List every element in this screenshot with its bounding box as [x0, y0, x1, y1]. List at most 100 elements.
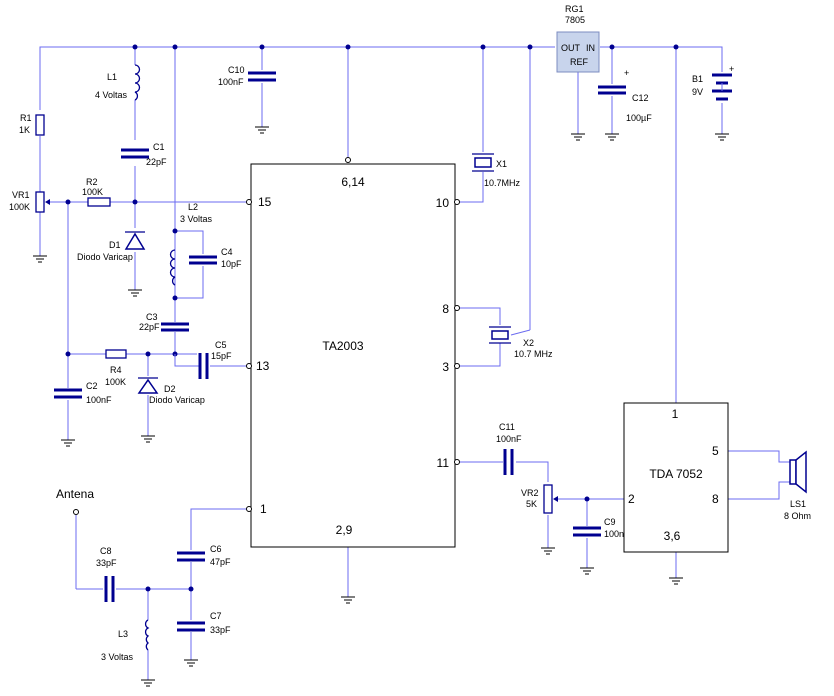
inductor-l3: L3 3 Voltas [101, 619, 150, 662]
r1-ref: R1 [20, 113, 32, 123]
resistor-r2: R2 100K [82, 177, 111, 207]
potentiometer-vr1: VR1 100K [9, 190, 50, 213]
c7-value: 33pF [210, 625, 231, 635]
ground-icon [141, 679, 155, 687]
crystal-x1: X1 10.7MHz [472, 153, 521, 188]
c6-ref: C6 [210, 544, 222, 554]
ground-icon [61, 439, 75, 447]
c12-ref: C12 [632, 93, 649, 103]
l1-ref: L1 [107, 72, 117, 82]
l1-value: 4 Voltas [95, 90, 128, 100]
crystal-x2: X2 10.7 MHz [489, 326, 553, 359]
ground-icon [605, 133, 619, 141]
ground-icon [715, 133, 729, 141]
r4-ref: R4 [110, 365, 122, 375]
resistor-r4: R4 100K [105, 349, 127, 387]
c10-ref: C10 [228, 65, 245, 75]
c4-value: 10pF [221, 259, 242, 269]
x1-value: 10.7MHz [484, 178, 521, 188]
b1-value: 9V [692, 87, 703, 97]
varicap-diode-d1: D1 Diodo Varicap [77, 231, 146, 262]
d1-ref: D1 [109, 240, 121, 250]
capacitor-c1: C1 22pF [121, 142, 167, 167]
tda7052-pin-5: 5 [712, 444, 719, 458]
ta2003-pin-8: 8 [442, 302, 449, 316]
c7-ref: C7 [210, 611, 222, 621]
b1-ref: B1 [692, 74, 703, 84]
c10-value: 100nF [218, 77, 244, 87]
c11-ref: C11 [499, 422, 515, 432]
r1-value: 1K [19, 125, 30, 135]
ta2003-pin-13: 13 [256, 359, 270, 373]
vr2-value: 5K [526, 499, 537, 509]
c11-value: 100nF [496, 434, 522, 444]
d1-value: Diodo Varicap [77, 252, 133, 262]
capacitor-c7: C7 33pF [177, 611, 231, 635]
l2-ref: L2 [188, 202, 198, 212]
capacitor-c4: C4 10pF [189, 247, 242, 269]
c4-ref: C4 [221, 247, 233, 257]
capacitor-c8: C8 33pF [96, 546, 117, 602]
ta2003-pin-10: 10 [436, 196, 450, 210]
antenna-label: Antena [56, 487, 94, 501]
c3-value: 22pF [139, 322, 160, 332]
rg1-ref-label: REF [570, 57, 589, 67]
tda7052-pin-2: 2 [628, 492, 635, 506]
r2-value: 100K [82, 187, 103, 197]
inductor-l2: L2 3 Voltas [169, 202, 213, 286]
rg1-ref: RG1 [565, 4, 584, 14]
l3-value: 3 Voltas [101, 652, 134, 662]
c2-ref: C2 [86, 381, 98, 391]
ls1-value: 8 Ohm [784, 511, 811, 521]
ta2003-pin-6-14: 6,14 [341, 175, 365, 189]
capacitor-c2: C2 100nF [54, 381, 112, 405]
capacitor-c10: C10 100nF [218, 65, 276, 87]
l2-value: 3 Voltas [180, 214, 213, 224]
c12-plus: + [624, 68, 629, 78]
tda7052-chip: TDA 7052 1 5 8 2 3,6 [623, 402, 729, 553]
ta2003-pin-2-9: 2,9 [336, 523, 353, 537]
x2-value: 10.7 MHz [514, 349, 553, 359]
b1-plus: + [729, 64, 734, 74]
c6-value: 47pF [210, 557, 231, 567]
varicap-diode-d2: D2 Diodo Varicap [137, 377, 205, 405]
ground-icon [184, 659, 198, 667]
c1-value: 22pF [146, 157, 167, 167]
c1-ref: C1 [153, 142, 165, 152]
ground-icon [571, 133, 585, 141]
vr1-value: 100K [9, 202, 30, 212]
d2-ref: D2 [164, 384, 176, 394]
tda7052-pin-8: 8 [712, 492, 719, 506]
d2-value: Diodo Varicap [149, 395, 205, 405]
ground-symbols [33, 126, 729, 687]
resistor-r1: R1 1K [19, 113, 45, 136]
x1-ref: X1 [496, 159, 507, 169]
c2-value: 100nF [86, 395, 112, 405]
ground-icon [541, 547, 555, 555]
ta2003-pin-3: 3 [442, 360, 449, 374]
ta2003-pin-11: 11 [437, 456, 450, 470]
antenna: Antena [56, 487, 94, 515]
tda7052-pin-1: 1 [672, 407, 679, 421]
rg1-in-label: IN [586, 43, 595, 53]
r2-ref: R2 [86, 177, 98, 187]
ground-icon [141, 435, 155, 443]
rg1-out-label: OUT [561, 43, 581, 53]
battery-b1: + B1 9V [692, 64, 734, 101]
c9-value: 100n [604, 529, 624, 539]
tda7052-label: TDA 7052 [649, 467, 703, 481]
ground-icon [669, 577, 683, 585]
c5-value: 15pF [211, 351, 232, 361]
c12-value: 100µF [626, 113, 652, 123]
vr2-ref: VR2 [521, 488, 539, 498]
inductor-l1: L1 4 Voltas [95, 64, 141, 101]
ground-icon [33, 255, 47, 263]
ta2003-chip: TA2003 6,14 2,9 15 13 1 10 8 3 11 [246, 157, 460, 548]
speaker-ls1: LS1 8 Ohm [784, 450, 811, 521]
capacitor-c6: C6 47pF [177, 544, 231, 567]
ground-icon [128, 289, 142, 297]
capacitor-c11: C11 100nF [496, 422, 522, 475]
x2-ref: X2 [523, 338, 534, 348]
vr1-ref: VR1 [12, 190, 30, 200]
